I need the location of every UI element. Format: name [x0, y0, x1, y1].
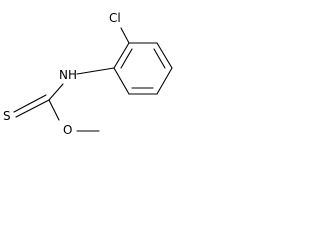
nh-group-label: NH [59, 68, 77, 82]
ring-to-chlorine-bond [120, 27, 130, 44]
chlorine-atom-label: Cl [109, 11, 121, 25]
carbon-sulfur-double-bond [13, 94, 47, 113]
ring-bond [156, 42, 173, 69]
benzene-ring [113, 42, 173, 95]
ring-bond [113, 67, 130, 95]
oxygen-atom-label: O [63, 123, 72, 137]
chemical-structure-diagram: Cl NH S O [3, 11, 173, 137]
ring-double-bond-inner [120, 48, 133, 69]
carbon-sulfur-double-bond [15, 99, 50, 118]
ring-to-nitrogen-bond [76, 67, 115, 75]
ring-bond [156, 67, 173, 95]
carbon-oxygen-bond [48, 99, 60, 121]
sulfur-atom-label: S [3, 109, 11, 123]
ring-bond [113, 42, 130, 69]
nitrogen-to-carbon-bond [48, 83, 64, 101]
ring-double-bond-inner [153, 48, 166, 69]
